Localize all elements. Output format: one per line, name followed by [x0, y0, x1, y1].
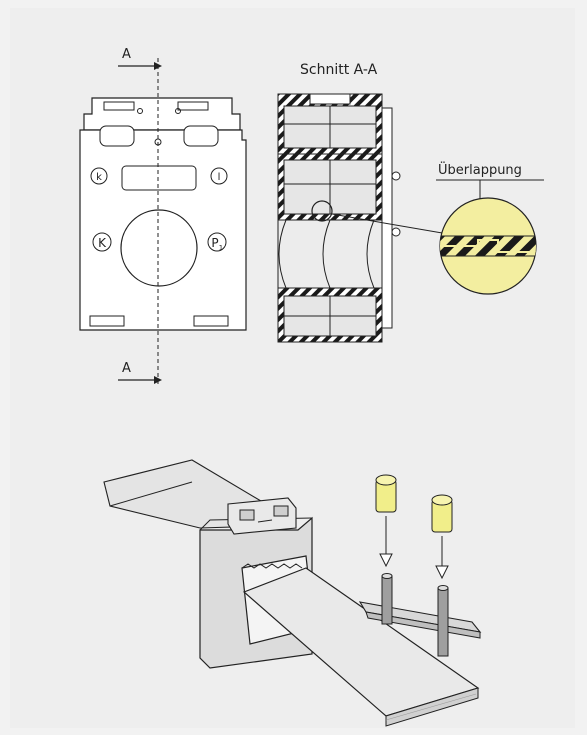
section-view: Schnitt A-A — [277, 62, 449, 343]
terminal-l-small-label: l — [218, 172, 221, 183]
overlap-detail: Überlappung — [436, 161, 544, 295]
technical-diagram: k l K P 1 A A Sc — [79, 47, 544, 727]
pin-right — [431, 494, 453, 580]
front-top-tab — [83, 97, 241, 131]
primary-aperture — [120, 209, 198, 287]
installation-view — [103, 459, 482, 727]
overlap-callout-label: Überlappung — [438, 161, 522, 178]
pin-left — [375, 474, 397, 568]
terminal-K: K — [92, 232, 112, 252]
front-view: k l K P 1 A A — [79, 47, 247, 386]
detail-indicator-circle — [311, 200, 333, 222]
section-marker-bottom-label: A — [122, 361, 131, 376]
section-marker-bottom: A — [118, 361, 162, 384]
terminal-k-small-label: k — [96, 172, 102, 183]
terminal-l-small: l — [210, 167, 228, 185]
section-marker-top: A — [118, 47, 162, 70]
terminal-P1-label: P — [211, 236, 218, 250]
terminal-K-label: K — [98, 236, 107, 250]
section-marker-top-label: A — [122, 47, 131, 62]
figure-canvas: k l K P 1 A A Sc — [10, 8, 575, 728]
terminal-P1-subscript: 1 — [219, 244, 223, 252]
section-title: Schnitt A-A — [300, 62, 378, 78]
terminal-k-small: k — [90, 167, 108, 185]
terminal-P1: P 1 — [207, 232, 227, 252]
